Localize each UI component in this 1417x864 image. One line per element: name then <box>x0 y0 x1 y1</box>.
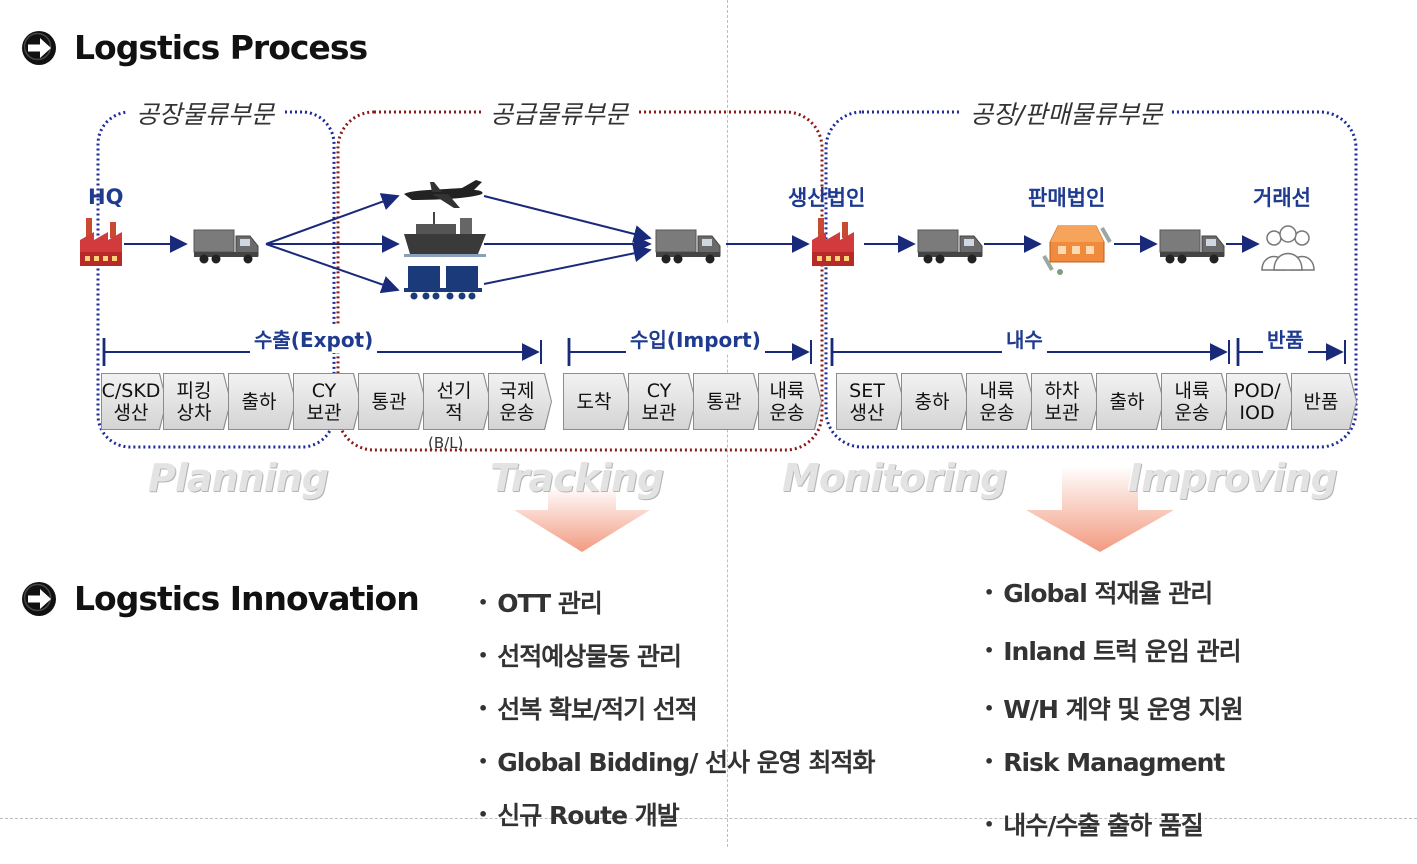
list-item: •W/H 계약 및 운영 지원 <box>984 695 1244 724</box>
process-step: CY 보관 <box>628 373 696 430</box>
process-step: 충하 <box>901 373 969 430</box>
factory-icon <box>80 218 122 266</box>
process-step: 출하 <box>228 373 296 430</box>
airplane-icon <box>404 180 483 208</box>
process-step: 반품 <box>1291 373 1357 430</box>
list-item: •선적예상물동 관리 <box>478 642 682 671</box>
list-item: •내수/수출 출하 품질 <box>984 811 1204 840</box>
list-item: •Global 적재율 관리 <box>984 579 1213 608</box>
phase-label-domestic: 내수 <box>1002 324 1047 353</box>
people-icon <box>1261 225 1315 271</box>
process-step: 도착 <box>563 373 631 430</box>
process-section-header: Logstics Process <box>20 28 368 67</box>
process-title: Logstics Process <box>74 28 368 67</box>
innovation-title: Logstics Innovation <box>74 579 420 618</box>
process-step: 통관 <box>693 373 761 430</box>
group-label-factory: 공장물류부문 <box>128 95 283 131</box>
tracking-list: •OTT 관리 •선적예상물동 관리 •선복 확보/적기 선적 •Global … <box>478 584 875 849</box>
process-step: 내륙 운송 <box>1161 373 1229 430</box>
phase-label-import: 수입(Import) <box>626 324 765 353</box>
node-label-customer: 거래선 <box>1253 186 1311 210</box>
factory-icon <box>812 218 854 266</box>
phase-label-return: 반품 <box>1263 324 1308 353</box>
improving-list: •Global 적재율 관리 •Inland 트럭 운임 관리 •W/H 계약 … <box>984 574 1244 864</box>
arrow-circle-icon <box>22 581 56 616</box>
process-step: POD/ IOD <box>1226 373 1294 430</box>
truck-icon <box>1159 229 1225 264</box>
pillar-tracking: Tracking <box>490 456 664 500</box>
down-arrow-improving <box>1026 466 1174 552</box>
process-step: 통관 <box>358 373 426 430</box>
list-item: •OTT 관리 <box>478 589 603 618</box>
down-arrow-tracking <box>514 486 650 552</box>
pillar-planning: Planning <box>148 456 329 500</box>
guide-line-horizontal <box>0 818 1417 819</box>
list-item: •Global Bidding/ 선사 운영 최적화 <box>478 748 875 777</box>
pillar-improving: Improving <box>1128 456 1338 500</box>
list-item: •선복 확보/적기 선적 <box>478 695 698 724</box>
group-label-sales: 공장/판매물류부문 <box>962 95 1171 131</box>
process-step: 국제 운송 <box>488 373 552 430</box>
train-icon <box>404 266 482 300</box>
process-step: 내륙 운송 <box>758 373 822 430</box>
truck-icon <box>917 229 983 264</box>
bl-note: (B/L) <box>428 434 464 452</box>
truck-icon <box>193 229 259 264</box>
ship-icon <box>404 212 486 257</box>
process-step: 출하 <box>1096 373 1164 430</box>
node-label-hq: HQ <box>88 185 124 209</box>
pillar-monitoring: Monitoring <box>782 456 1007 500</box>
node-label-production: 생산법인 <box>788 186 866 210</box>
list-item: •신규 Route 개발 <box>478 801 680 830</box>
process-step: 선기 적 <box>423 373 491 430</box>
node-label-sales-corp: 판매법인 <box>1028 186 1106 210</box>
process-step: 내륙 운송 <box>966 373 1034 430</box>
list-item: •Inland 트럭 운임 관리 <box>984 637 1242 666</box>
process-step: 피킹 상차 <box>163 373 231 430</box>
arrow-circle-icon <box>22 30 56 65</box>
process-step: CY 보관 <box>293 373 361 430</box>
sales-group-box <box>824 110 1358 449</box>
phase-label-export: 수출(Expot) <box>250 324 378 353</box>
warehouse-icon <box>1042 225 1112 275</box>
list-item: •Risk Managment <box>984 748 1225 777</box>
truck-icon <box>655 229 721 264</box>
innovation-section-header: Logstics Innovation <box>20 579 420 618</box>
process-step: C/SKD 생산 <box>101 373 167 430</box>
process-step: 하차 보관 <box>1031 373 1099 430</box>
group-label-supply: 공급물류부문 <box>482 95 637 131</box>
process-step: SET 생산 <box>836 373 904 430</box>
